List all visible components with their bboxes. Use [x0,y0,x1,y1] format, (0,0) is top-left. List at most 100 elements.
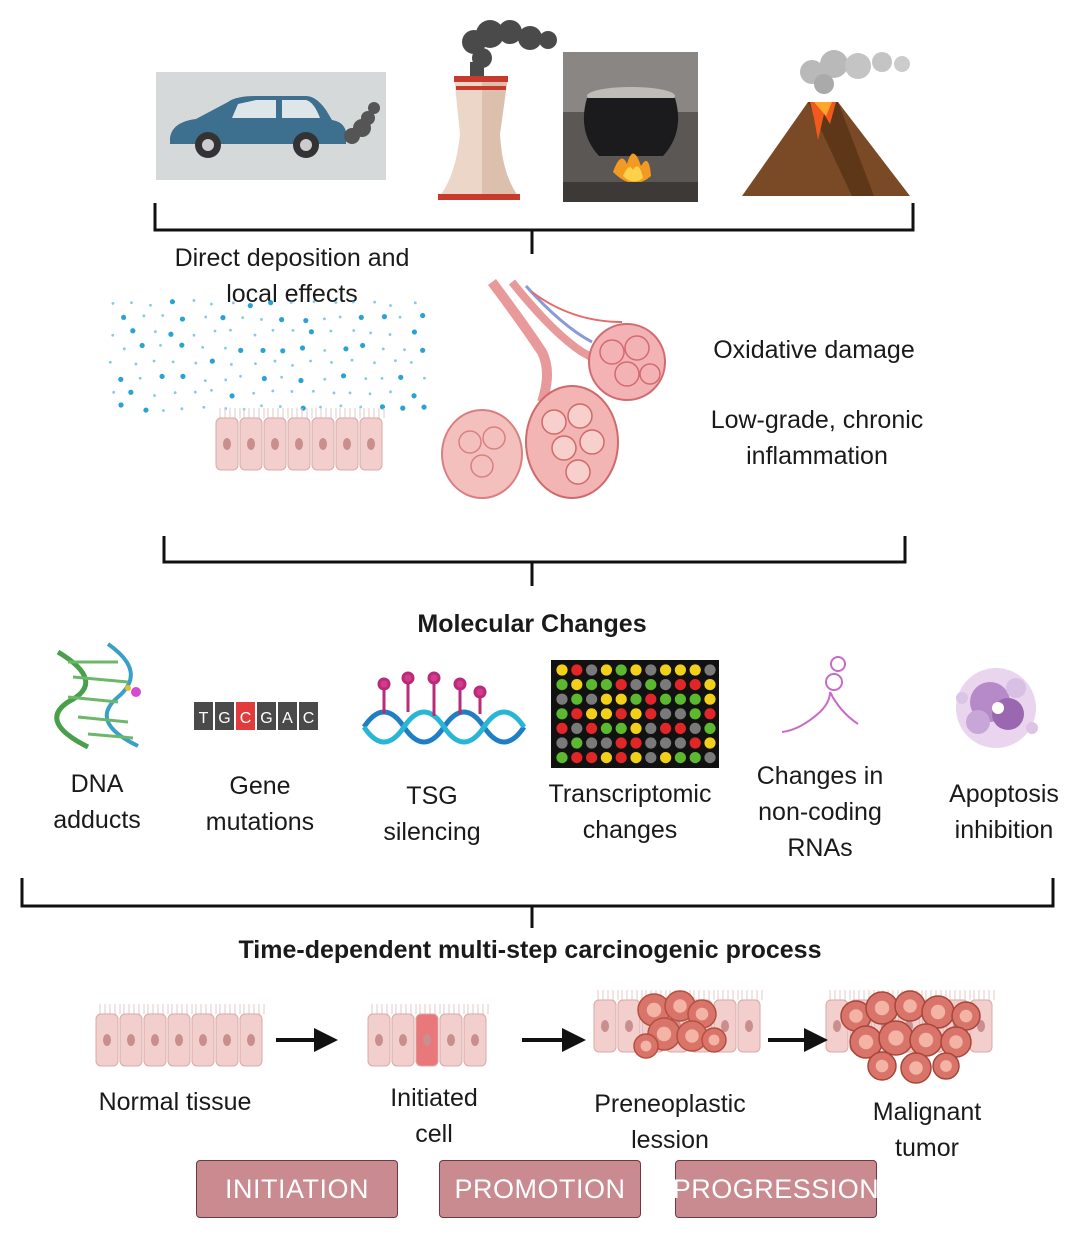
gene-base-letter: A [282,710,293,727]
particle [180,407,184,411]
gene-base-letter: C [303,710,315,727]
particle [348,391,352,395]
particle [403,348,406,352]
array-spot [630,693,642,705]
apoptosis-cell-icon [956,668,1038,748]
tumor-nucleus [874,1000,890,1016]
tumor-nucleus [685,1029,699,1043]
gene-base-box [299,702,318,730]
particle [224,378,228,382]
particle [291,363,294,367]
particle [153,330,157,333]
particle [159,373,165,379]
array-spot [571,679,583,691]
volcano-icon [742,44,922,204]
particle [194,361,198,365]
array-spot [704,664,716,676]
cell-nucleus [399,1034,407,1046]
car-exhaust-icon [156,72,386,180]
array-spot [615,693,627,705]
particle [359,405,363,409]
array-spot [615,708,627,720]
array-spot [704,737,716,749]
array-spot [615,752,627,764]
array-spot [689,752,701,764]
normal-tissue-label: Normal tissue [98,1088,252,1116]
particle [290,390,294,393]
particle [323,349,327,352]
array-spot [689,722,701,734]
particle [111,301,115,305]
cell-nucleus [375,1034,383,1046]
particle [369,331,373,335]
array-spot [645,708,657,720]
array-spot [615,722,627,734]
array-spot [674,679,686,691]
gene-base-box [278,702,297,730]
particle [273,359,277,363]
gene-base-box [194,702,213,730]
particle [268,300,274,306]
particle [420,312,426,319]
array-spot [704,722,716,734]
array-spot [600,722,612,734]
particle [398,315,402,319]
array-spot [556,737,568,749]
particle [260,347,266,354]
cell-nucleus [175,1034,183,1046]
particle [409,360,413,364]
array-spot [704,693,716,705]
array-spot [704,752,716,764]
particle [261,375,267,382]
particle [299,345,306,351]
array-spot [704,679,716,691]
progression-phase: PROGRESSION [673,1160,879,1218]
particle [413,301,417,305]
particle [204,315,208,319]
tsg-silencing-label: TSG silencing [383,782,481,846]
particle [229,363,233,366]
particle [122,347,126,351]
particle [358,314,364,320]
tumor-nucleus [858,1034,874,1050]
particle [360,342,366,349]
cell-nucleus [471,1034,479,1046]
cell-nucleus [247,1034,255,1046]
particle [192,299,196,302]
promotion-phase: PROMOTION [439,1160,641,1218]
tumor-nucleus [909,1061,923,1075]
array-spot [556,664,568,676]
array-spot [615,664,627,676]
particle [143,407,149,413]
particle [398,374,404,380]
particle [139,342,145,349]
particle [380,376,384,380]
tumor-nucleus [708,1034,720,1046]
particle [278,405,282,408]
particle [241,316,245,320]
particle [388,333,392,336]
particle [149,303,152,307]
array-spot [689,708,701,720]
lung-alveoli-icon [441,279,666,499]
gene-base-box [236,702,255,730]
array-spot [660,708,672,720]
tumor-nucleus [930,1004,946,1020]
particle [350,358,354,362]
array-spot [556,752,568,764]
array-spot [586,708,598,720]
particle [420,347,426,353]
cell-nucleus [625,1020,633,1032]
array-spot [571,708,583,720]
particle [239,374,242,378]
particle [373,300,377,304]
cell-nucleus [423,1034,431,1046]
gene-base-box [215,702,234,730]
cell-nucleus [223,438,231,450]
particle [289,301,293,304]
particle [238,347,244,353]
array-spot [571,693,583,705]
particle [254,362,257,365]
particle [340,373,347,379]
